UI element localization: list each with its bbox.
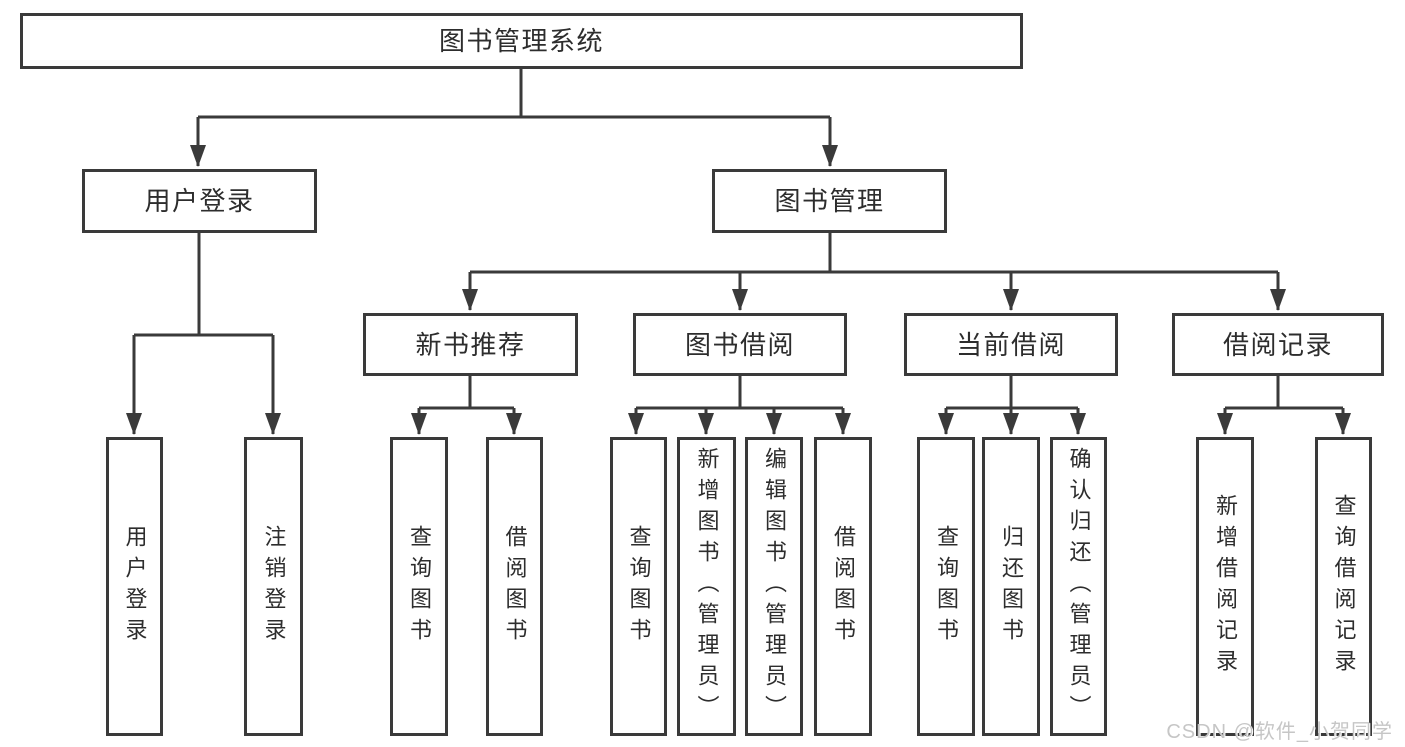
leaf-confirm-return-admin: 确认归还（管理员） (1050, 437, 1107, 736)
connector-book-borrow-children (628, 376, 851, 435)
connector-user-login-children (126, 233, 281, 435)
node-label: 查询借阅记录 (1331, 493, 1357, 680)
node-label: 确认归还（管理员） (1066, 447, 1092, 726)
leaf-query-borrow-record: 查询借阅记录 (1315, 437, 1372, 736)
node-label: 查询图书 (626, 524, 652, 649)
node-label: 用户登录 (144, 186, 255, 216)
node-label: 新增借阅记录 (1213, 493, 1238, 680)
node-borrowing-records: 借阅记录 (1172, 313, 1384, 376)
csdn-watermark: CSDN @软件_小贺同学 (1166, 721, 1393, 743)
node-book-borrowing: 图书借阅 (633, 313, 847, 376)
node-label: 图书管理系统 (438, 26, 604, 56)
node-label: 查询图书 (407, 524, 432, 649)
connector-current-borrow-children (938, 376, 1086, 435)
node-label: 借阅图书 (831, 524, 856, 649)
leaf-edit-books-admin: 编辑图书（管理员） (745, 437, 803, 736)
leaf-query-books-current: 查询图书 (917, 437, 975, 736)
leaf-return-books: 归还图书 (982, 437, 1040, 736)
connector-new-book-children (411, 376, 522, 435)
leaf-add-borrow-record: 新增借阅记录 (1196, 437, 1254, 736)
node-label: 图书管理 (774, 186, 885, 216)
node-label: 图书借阅 (684, 329, 795, 360)
node-label: 归还图书 (999, 524, 1024, 649)
leaf-borrow-books: 借阅图书 (814, 437, 872, 736)
connector-borrow-record-children (1217, 376, 1351, 435)
leaf-user-login: 用户登录 (106, 437, 163, 736)
leaf-logout: 注销登录 (244, 437, 303, 736)
node-user-login: 用户登录 (82, 169, 317, 233)
node-label: 查询图书 (934, 524, 959, 649)
node-label: 新书推荐 (415, 329, 526, 360)
node-label: 当前借阅 (955, 329, 1066, 360)
leaf-query-books-recommend: 查询图书 (390, 437, 448, 736)
node-library-management-system: 图书管理系统 (20, 13, 1023, 69)
node-label: 借阅图书 (502, 524, 528, 649)
node-label: 用户登录 (122, 524, 148, 649)
leaf-borrow-books-recommend: 借阅图书 (486, 437, 543, 736)
node-current-borrowing: 当前借阅 (904, 313, 1118, 376)
node-label: 借阅记录 (1222, 329, 1333, 360)
node-label: 编辑图书（管理员） (762, 447, 787, 726)
node-label: 新增图书（管理员） (694, 447, 720, 726)
connector-book-management-children (462, 233, 1286, 311)
node-new-book-recommendation: 新书推荐 (363, 313, 578, 376)
node-book-management: 图书管理 (712, 169, 947, 233)
leaf-query-books-borrow: 查询图书 (610, 437, 667, 736)
node-label: 注销登录 (261, 524, 287, 649)
leaf-add-books-admin: 新增图书（管理员） (677, 437, 736, 736)
